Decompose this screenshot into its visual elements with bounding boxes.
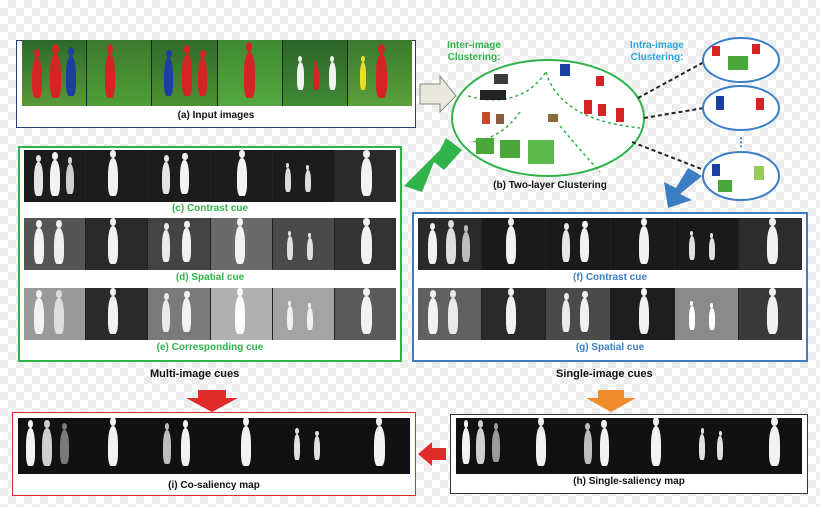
corresponding-cue-strip [24,288,396,340]
input-image [152,40,218,106]
co-saliency-caption: (i) Co-saliency map [168,480,260,491]
intra-image-cluster-ellipse [702,85,780,131]
svg-text:⋮: ⋮ [735,135,747,149]
clustering-caption: (b) Two-layer Clustering [493,180,607,191]
input-image [217,40,283,106]
arrow-single-to-saliency [586,390,636,412]
corresponding-cue-caption: (e) Corresponding cue [156,342,264,353]
spatial-cue-single-caption: (g) Spatial cue [575,342,645,353]
single-image-cues-label: Single-image cues [556,368,653,380]
contrast-cue-single-caption: (f) Contrast cue [573,272,647,283]
input-image [282,40,348,106]
arrow-saliency-to-cosaliency [418,442,446,466]
input-image [22,40,88,106]
multi-image-cues-label: Multi-image cues [150,368,240,380]
co-saliency-strip [18,418,410,474]
arrow-to-single-image-cues [664,168,702,208]
spatial-cue-strip-multi [24,218,396,270]
arrow-input-to-clustering [419,74,457,114]
input-images-strip [22,40,412,106]
arrow-to-multi-image-cues [404,138,462,192]
contrast-cue-multi-caption: (c) Contrast cue [171,203,249,214]
contrast-cue-strip-multi [24,150,396,202]
single-saliency-strip [456,418,802,474]
spatial-cue-strip-single [418,288,802,340]
arrow-multi-to-cosaliency [186,390,238,412]
single-saliency-caption: (h) Single-saliency map [573,476,685,487]
contrast-cue-strip-single [418,218,802,270]
spatial-cue-multi-caption: (d) Spatial cue [175,272,245,283]
inter-image-clustering-title: Inter-image Clustering: [447,40,501,63]
input-images-caption: (a) Input images [177,110,255,121]
input-image [87,40,153,106]
intra-image-clustering-title: Intra-image Clustering: [630,40,684,63]
input-image [347,40,412,106]
